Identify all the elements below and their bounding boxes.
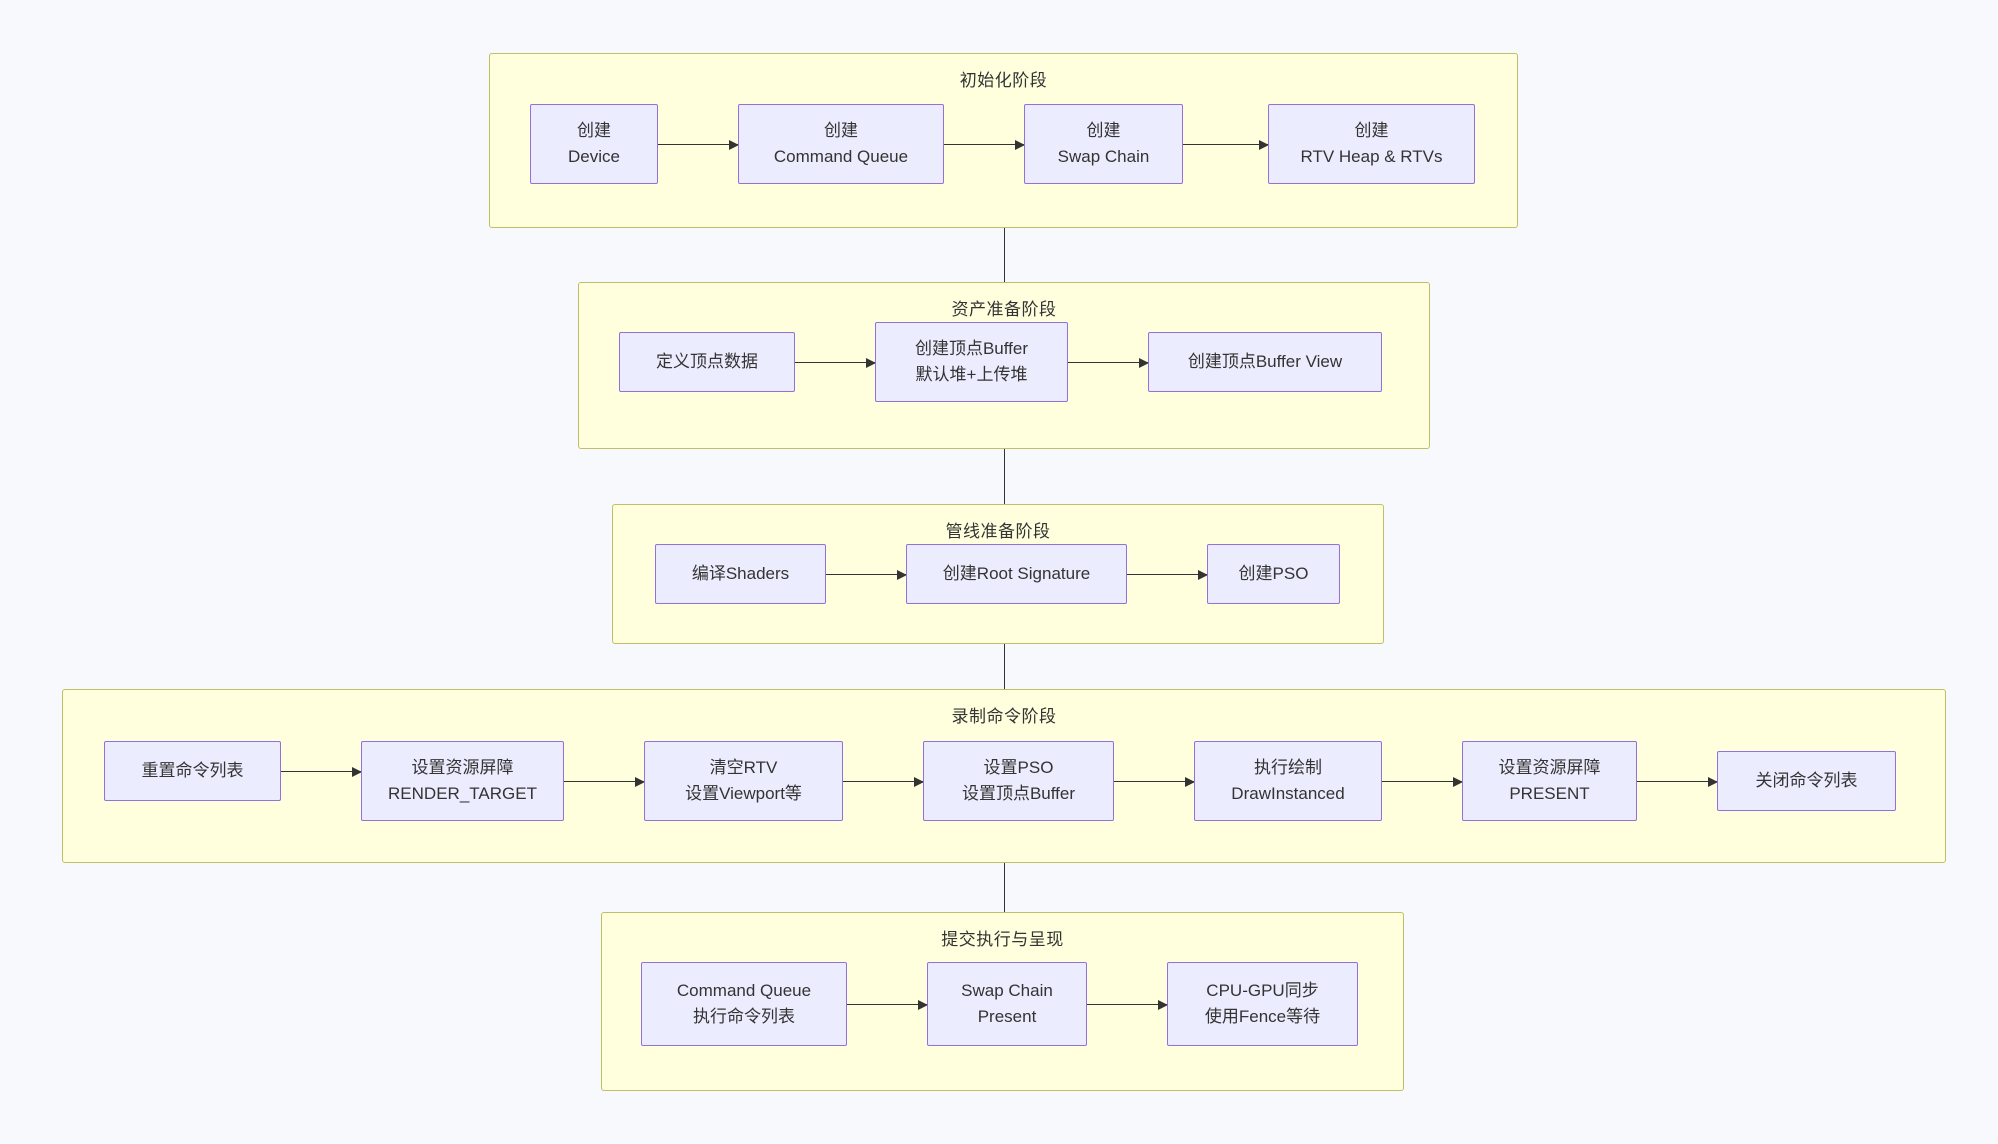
- node-line-1: 创建: [1086, 120, 1121, 140]
- edge-swap-chain-to-rtv-heap: [1183, 139, 1269, 150]
- node-line-1: 重置命令列表: [141, 760, 244, 780]
- node-compile-shaders[interactable]: 编译Shaders: [655, 544, 826, 604]
- edge-assets-to-pipeline: [999, 449, 1010, 515]
- node-line-2: RENDER_TARGET: [388, 784, 537, 803]
- node-line-1: 设置PSO: [983, 757, 1054, 777]
- node-line-2: Present: [977, 1007, 1037, 1026]
- node-create-rtv-heap[interactable]: 创建 RTV Heap & RTVs: [1268, 104, 1475, 184]
- edge-barrier-present-to-close: [1637, 776, 1718, 787]
- node-line-1: 创建: [824, 120, 858, 140]
- edge-root-signature-to-pso: [1127, 569, 1208, 580]
- node-close-command-list[interactable]: 关闭命令列表: [1717, 751, 1896, 811]
- edge-reset-to-barrier-rt: [281, 766, 362, 777]
- node-create-vertex-buffer[interactable]: 创建顶点Buffer 默认堆+上传堆: [875, 322, 1068, 402]
- phase-title-assets: 资产准备阶段: [951, 300, 1057, 319]
- node-line-1: 创建顶点Buffer View: [1187, 351, 1343, 371]
- node-line-1: 关闭命令列表: [1755, 770, 1858, 790]
- edge-pipeline-to-record: [999, 644, 1010, 700]
- node-line-1: 编译Shaders: [691, 563, 790, 583]
- node-set-pso-vertex-buffer[interactable]: 设置PSO 设置顶点Buffer: [923, 741, 1114, 821]
- node-create-swap-chain[interactable]: 创建 Swap Chain: [1024, 104, 1183, 184]
- node-line-1: Swap Chain: [961, 980, 1053, 1000]
- edge-vertex-data-to-vertex-buffer: [795, 357, 876, 368]
- edge-set-pso-to-draw: [1114, 776, 1195, 787]
- edge-present-to-fence-sync: [1087, 999, 1168, 1010]
- phase-title-record: 录制命令阶段: [951, 707, 1057, 726]
- node-line-1: 设置资源屏障: [1498, 757, 1601, 777]
- node-resource-barrier-render-target[interactable]: 设置资源屏障 RENDER_TARGET: [361, 741, 564, 821]
- edge-command-queue-to-swap-chain: [944, 139, 1025, 150]
- node-line-2: DrawInstanced: [1231, 784, 1345, 803]
- node-cpu-gpu-sync-fence[interactable]: CPU-GPU同步 使用Fence等待: [1167, 962, 1358, 1046]
- node-create-vertex-buffer-view[interactable]: 创建顶点Buffer View: [1148, 332, 1382, 392]
- node-create-pso[interactable]: 创建PSO: [1207, 544, 1340, 604]
- node-line-2: 默认堆+上传堆: [915, 365, 1028, 384]
- edge-device-to-command-queue: [658, 139, 739, 150]
- node-line-2: Device: [568, 147, 620, 166]
- node-create-command-queue[interactable]: 创建 Command Queue: [738, 104, 944, 184]
- edge-vertex-buffer-to-buffer-view: [1068, 357, 1149, 368]
- node-line-1: 执行绘制: [1254, 757, 1322, 777]
- node-line-2: 使用Fence等待: [1204, 1007, 1321, 1026]
- node-create-root-signature[interactable]: 创建Root Signature: [906, 544, 1127, 604]
- node-swap-chain-present[interactable]: Swap Chain Present: [927, 962, 1087, 1046]
- node-line-1: 定义顶点数据: [656, 351, 758, 371]
- edge-execute-to-present: [847, 999, 928, 1010]
- node-line-1: CPU-GPU同步: [1206, 980, 1319, 1000]
- edge-clear-rtv-to-set-pso: [843, 776, 924, 787]
- node-define-vertex-data[interactable]: 定义顶点数据: [619, 332, 795, 392]
- node-line-2: PRESENT: [1509, 784, 1590, 803]
- edge-draw-to-barrier-present: [1382, 776, 1463, 787]
- node-line-1: 清空RTV: [709, 757, 778, 777]
- phase-title-init: 初始化阶段: [959, 71, 1048, 90]
- phase-title-submit: 提交执行与呈现: [941, 930, 1064, 949]
- edge-barrier-rt-to-clear-rtv: [564, 776, 645, 787]
- node-resource-barrier-present[interactable]: 设置资源屏障 PRESENT: [1462, 741, 1637, 821]
- node-clear-rtv-set-viewport[interactable]: 清空RTV 设置Viewport等: [644, 741, 843, 821]
- phase-title-pipeline: 管线准备阶段: [945, 522, 1051, 541]
- node-line-2: RTV Heap & RTVs: [1300, 147, 1443, 166]
- node-line-1: 设置资源屏障: [411, 757, 514, 777]
- edge-record-to-submit: [999, 863, 1010, 923]
- node-draw-instanced[interactable]: 执行绘制 DrawInstanced: [1194, 741, 1382, 821]
- node-reset-command-list[interactable]: 重置命令列表: [104, 741, 281, 801]
- node-line-2: Swap Chain: [1057, 147, 1150, 166]
- node-create-device[interactable]: 创建 Device: [530, 104, 658, 184]
- node-line-1: 创建Root Signature: [942, 563, 1091, 583]
- node-line-2: Command Queue: [773, 147, 909, 166]
- node-line-1: 创建顶点Buffer: [914, 338, 1029, 358]
- node-line-2: 设置顶点Buffer: [961, 784, 1076, 803]
- node-line-1: 创建PSO: [1238, 563, 1309, 583]
- edge-init-to-assets: [999, 228, 1010, 293]
- node-line-2: 执行命令列表: [693, 1007, 795, 1026]
- node-line-2: 设置Viewport等: [685, 784, 802, 803]
- node-line-1: 创建: [1354, 120, 1389, 140]
- node-line-1: 创建: [577, 120, 611, 140]
- edge-shaders-to-root-signature: [826, 569, 907, 580]
- node-line-1: Command Queue: [676, 980, 812, 1000]
- node-command-queue-execute[interactable]: Command Queue 执行命令列表: [641, 962, 847, 1046]
